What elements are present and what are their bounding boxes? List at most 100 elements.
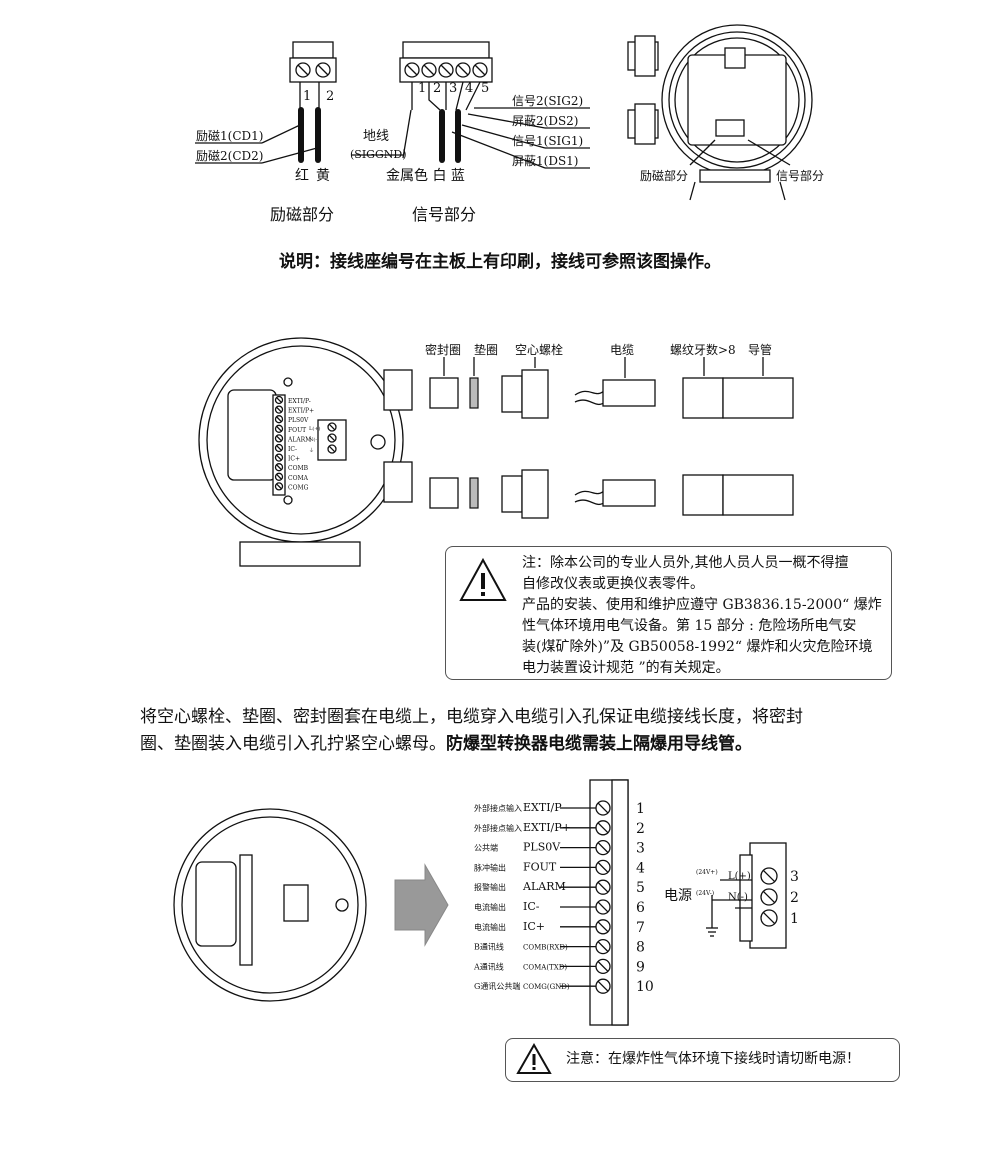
mid-power-label: ⏚ <box>309 447 314 454</box>
terminal-code: COMG(GND) <box>523 983 570 991</box>
ground-label: 地线 <box>363 129 389 144</box>
top-note: 说明：接线座编号在主板上有印刷，接线可参照该图操作。 <box>279 252 721 272</box>
sig-num-5: 5 <box>481 81 489 96</box>
excitation-connector <box>195 41 337 164</box>
part-washer: 垫圈 <box>474 342 498 357</box>
sig-num-3: 3 <box>449 81 457 96</box>
power-number: 2 <box>790 890 799 906</box>
sig-num-1: 1 <box>418 81 426 96</box>
exc-num-2: 2 <box>326 89 334 104</box>
terminal-code: IC- <box>523 900 540 913</box>
terminal-code: IC+ <box>523 920 545 933</box>
exc-label-cd2: 励磁2(CD2) <box>196 148 263 163</box>
terminal-cn-label: 电流输出 <box>474 902 506 912</box>
warning-box: 注：除本公司的专业人员外,其他人员人员一概不得擅 自修改仪表或更换仪表零件。 产… <box>445 546 892 680</box>
instruction-paragraph: 将空心螺栓、垫圈、密封圈套在电缆上，电缆穿入电缆引入孔保证电缆接线长度，将密封 … <box>140 704 900 758</box>
sig-label-sig2: 信号2(SIG2) <box>512 94 583 108</box>
mid-power-label: N(-) <box>309 436 319 443</box>
power-name: L(+) <box>728 871 751 882</box>
power-label: 电源 <box>664 888 692 904</box>
terminal-cn-label: B通讯线 <box>474 942 504 952</box>
sig-num-2: 2 <box>433 81 441 96</box>
housing-label-signal: 信号部分 <box>776 168 824 183</box>
power-off-notice: 注意：在爆炸性气体环境下接线时请切断电源！ <box>505 1038 900 1082</box>
housing-top <box>627 24 813 201</box>
part-conduit: 导管 <box>748 342 772 357</box>
terminal-number: 4 <box>636 860 645 876</box>
warning-line-6: 电力装置设计规范 ”的有关规定。 <box>522 660 730 676</box>
warning-line-5: 装(煤矿除外)”及 GB50058-1992“ 爆炸和火灾危险环境 <box>522 639 873 655</box>
mid-terminal-label: PLS0V <box>288 417 309 424</box>
terminal-number: 10 <box>636 979 654 995</box>
instruction-line-2: 圈、垫圈装入电缆引入孔拧紧空心螺母。 <box>140 734 446 754</box>
power-number: 3 <box>790 869 799 885</box>
exc-label-cd1: 励磁1(CD1) <box>196 128 263 143</box>
terminal-code: EXTI/P+ <box>523 821 571 834</box>
terminal-code: COMA(TXD) <box>523 963 567 971</box>
sig-label-ds2: 屏蔽2(DS2) <box>512 114 578 128</box>
warning-line-2: 自修改仪表或更换仪表零件。 <box>522 576 704 592</box>
terminal-number: 7 <box>636 920 645 936</box>
exc-color-red: 红 <box>295 168 309 184</box>
housing-label-excitation: 励磁部分 <box>640 168 688 183</box>
warning-line-3: 产品的安装、使用和维护应遵守 GB3836.15-2000“ 爆炸 <box>522 597 882 613</box>
gland-parts <box>429 357 794 519</box>
terminal-cn-label: 外部接点输入 <box>474 823 522 833</box>
terminal-cn-label: 公共端 <box>474 843 498 853</box>
sig-caption: 信号部分 <box>412 205 476 224</box>
mid-terminal-label: COMA <box>288 475 309 482</box>
terminal-number: 3 <box>636 841 645 857</box>
signal-connector <box>352 41 590 169</box>
warning-line-4: 性气体环境用电气设备。第 15 部分 : 危险场所电气安 <box>522 618 857 634</box>
mid-terminal-label: EXTI/P- <box>288 398 311 405</box>
housing-middle <box>198 337 413 567</box>
housing-bottom <box>173 808 449 1002</box>
terminal-code: ALARM <box>522 880 566 893</box>
terminal-number: 2 <box>636 821 645 837</box>
power-off-notice-text: 注意：在爆炸性气体环境下接线时请切断电源！ <box>566 1051 860 1067</box>
mid-terminal-label: COMG <box>288 484 309 491</box>
part-cable: 电缆 <box>610 343 634 357</box>
sig-label-sig1: 信号1(SIG1) <box>512 134 583 148</box>
part-bolt: 空心螺栓 <box>515 342 563 357</box>
warning-triangle-icon <box>516 1043 552 1074</box>
terminal-code: PLS0V <box>523 841 561 854</box>
terminal-number: 8 <box>636 940 645 956</box>
sig-num-4: 4 <box>465 81 473 96</box>
power-voltage: (24V+) <box>696 869 718 876</box>
terminal-cn-label: G通讯公共端 <box>474 981 520 991</box>
terminal-number: 9 <box>636 959 645 975</box>
exc-num-1: 1 <box>303 89 311 104</box>
mid-terminal-label: COMB <box>288 465 309 472</box>
mid-terminal-label: FOUT <box>288 427 306 434</box>
mid-terminal-label: IC+ <box>288 456 300 463</box>
terminal-cn-label: 外部接点输入 <box>474 803 522 813</box>
sig-label-ds1: 屏蔽1(DS1) <box>512 154 578 168</box>
terminal-cn-label: A通讯线 <box>473 961 504 971</box>
mid-power-label: L(+) <box>309 425 320 432</box>
warning-line-1: 注：除本公司的专业人员外,其他人员人员一概不得擅 <box>522 555 849 571</box>
terminal-cn-label: 报警输出 <box>474 882 506 892</box>
exc-color-yellow: 黄 <box>316 167 330 184</box>
mid-terminal-label: IC- <box>288 446 297 453</box>
mid-terminal-label: EXTI/P+ <box>288 408 314 415</box>
terminal-number: 5 <box>636 880 645 896</box>
part-seal: 密封圈 <box>425 342 461 357</box>
terminal-number: 6 <box>636 900 645 916</box>
power-name: N(-) <box>728 892 748 903</box>
terminal-number: 1 <box>636 801 645 817</box>
terminal-cn-label: 脉冲输出 <box>474 862 506 872</box>
sig-colors: 金属色 白 蓝 <box>386 167 465 184</box>
power-voltage: (24V-) <box>696 890 714 897</box>
part-thread: 螺纹牙数>8 <box>670 342 736 357</box>
mid-terminal-label: ALARM <box>287 436 311 443</box>
instruction-line-1: 将空心螺栓、垫圈、密封圈套在电缆上，电缆穿入电缆引入孔保证电缆接线长度，将密封 <box>140 707 803 727</box>
warning-triangle-icon <box>459 557 507 601</box>
power-number: 1 <box>790 911 799 927</box>
terminal-code: FOUT <box>523 860 557 873</box>
ground-code: (SIGGND) <box>350 148 406 161</box>
terminal-code: COMB(RXD) <box>523 944 568 952</box>
terminal-cn-label: 电流输出 <box>474 922 506 932</box>
terminal-code: EXTI/P- <box>523 801 565 814</box>
